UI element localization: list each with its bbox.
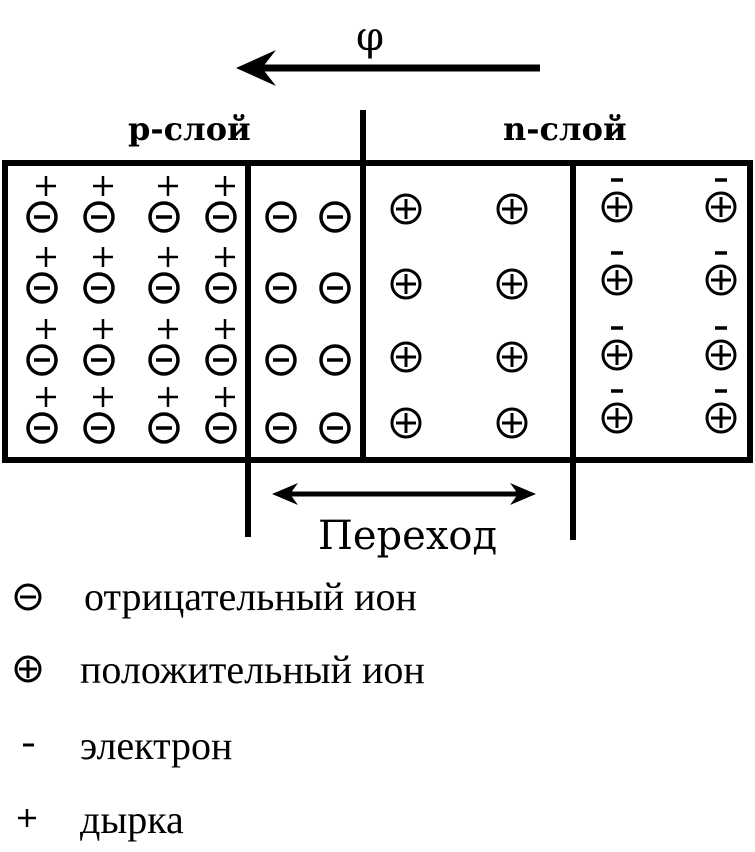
hole-icon (93, 319, 113, 339)
negative-ion-icon (148, 201, 180, 233)
hole-icon (215, 387, 235, 407)
negative-ion-icon (26, 412, 58, 444)
positive-ion-icon (496, 407, 528, 439)
positive-ion-icon (390, 407, 422, 439)
negative-ion-icon (319, 272, 351, 304)
hole-icon (93, 176, 113, 196)
legend-hole-icon (18, 809, 36, 827)
positive-ion-icon (496, 193, 528, 225)
positive-ion-icon (496, 341, 528, 373)
hole-icon (36, 176, 56, 196)
transition-label: Переход (318, 513, 498, 559)
positive-ion-icon (705, 191, 737, 223)
negative-ion-icon (148, 412, 180, 444)
positive-ion-icon (705, 264, 737, 296)
positive-ion-icon (601, 191, 633, 223)
negative-ion-icon (148, 344, 180, 376)
transition-arrow (272, 483, 536, 505)
negative-ion-icon (83, 344, 115, 376)
legend-electron-text: электрон (80, 723, 233, 768)
hole-icon (36, 247, 56, 267)
junction-box (2, 160, 753, 463)
negative-ion-icon (265, 272, 297, 304)
negative-ion-icon (205, 201, 237, 233)
hole-icon (36, 387, 56, 407)
hole-icon (93, 247, 113, 267)
negative-ion-icon (148, 272, 180, 304)
legend-negative-ion-icon (14, 583, 42, 611)
hole-icon (158, 176, 178, 196)
negative-ion-icon (26, 344, 58, 376)
hole-icon (215, 319, 235, 339)
positive-ion-icon (601, 402, 633, 434)
positive-ion-icon (496, 268, 528, 300)
negative-ion-icon (83, 201, 115, 233)
field-arrow (236, 50, 540, 86)
legend-negative-ion-text: отрицательный ион (84, 574, 417, 619)
positive-ion-icon (390, 341, 422, 373)
negative-ion-icon (265, 344, 297, 376)
negative-ion-icon (319, 201, 351, 233)
hole-icon (215, 176, 235, 196)
positive-ion-icon (390, 268, 422, 300)
negative-ion-icon (319, 344, 351, 376)
hole-icon (93, 387, 113, 407)
legend-positive-ion-text: положительный ион (80, 647, 425, 692)
hole-icon (158, 319, 178, 339)
field-label: φ (356, 14, 385, 60)
hole-icon (36, 319, 56, 339)
hole-icon (158, 387, 178, 407)
positive-ion-icon (601, 339, 633, 371)
n-layer-label: n-слой (503, 110, 627, 148)
negative-ion-icon (26, 272, 58, 304)
positive-ion-icon (705, 339, 737, 371)
hole-icon (215, 247, 235, 267)
negative-ion-icon (265, 412, 297, 444)
hole-icon (158, 247, 178, 267)
positive-ion-icon (601, 264, 633, 296)
negative-ion-icon (26, 201, 58, 233)
legend-hole-text: дырка (80, 797, 184, 842)
negative-ion-icon (205, 344, 237, 376)
negative-ion-icon (205, 272, 237, 304)
particles-layer (26, 176, 737, 444)
negative-ion-icon (83, 272, 115, 304)
positive-ion-icon (390, 193, 422, 225)
negative-ion-icon (205, 412, 237, 444)
positive-ion-icon (705, 402, 737, 434)
negative-ion-icon (83, 412, 115, 444)
p-layer-label: p-слой (128, 110, 251, 148)
negative-ion-icon (319, 412, 351, 444)
negative-ion-icon (265, 201, 297, 233)
legend-positive-ion-icon (14, 655, 42, 683)
